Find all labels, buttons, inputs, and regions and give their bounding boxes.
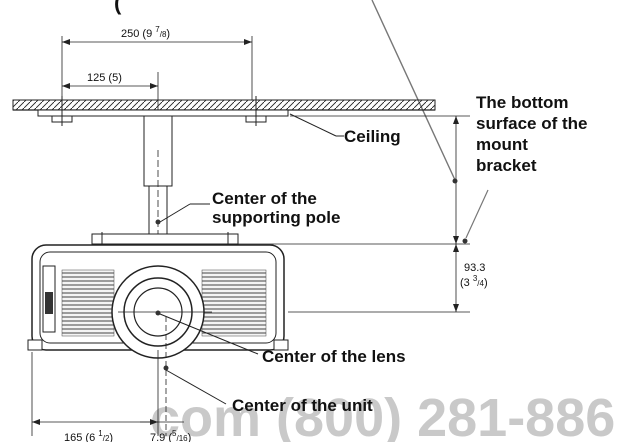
- left-foot: [27, 339, 43, 351]
- ceiling-label: Ceiling: [344, 127, 401, 146]
- pole-offset-label: 125 (5): [87, 72, 122, 84]
- unit-label: Center of the unit: [232, 396, 373, 415]
- projector-body: [27, 244, 289, 351]
- lower-mount-plate: [91, 232, 239, 246]
- callout-leaders: [155, 113, 489, 405]
- bracket-label-line4: bracket: [476, 156, 537, 175]
- supporting-pole: [143, 115, 173, 350]
- right-grille: [201, 269, 267, 337]
- bracket-label-line1: The bottom: [476, 93, 569, 112]
- dim-125: 125 (5): [62, 72, 159, 110]
- lens-drop-in-label: (3 3/4): [460, 274, 488, 289]
- side-connector: [45, 292, 53, 314]
- bracket-label-line2: surface of the: [476, 114, 587, 133]
- ceiling-plate: [12, 99, 436, 111]
- bracket-label-line3: mount: [476, 135, 528, 154]
- dim-93: 93.3 (3 3/4): [288, 244, 488, 313]
- side-offset-label: 165 (6 1/2): [64, 429, 113, 442]
- center-offset-label: 7.9 (5/16): [150, 429, 191, 442]
- lens-label: Center of the lens: [262, 347, 406, 366]
- top-fragment: (: [114, 0, 122, 15]
- dim-bottom: 165 (6 1/2) 7.9 (5/16): [31, 316, 191, 442]
- pole-label-line1: Center of the: [212, 189, 317, 208]
- lens-drop-label: 93.3: [464, 262, 485, 274]
- top-leader-line: [371, 0, 456, 181]
- dim-250: 250 (9 7/8): [61, 25, 253, 100]
- bolt-span-label: 250 (9 7/8): [121, 25, 170, 40]
- right-foot: [273, 339, 289, 351]
- pole-label-line2: supporting pole: [212, 208, 340, 227]
- left-grille: [61, 269, 115, 337]
- watermark-text: com (800) 281-886: [150, 388, 615, 442]
